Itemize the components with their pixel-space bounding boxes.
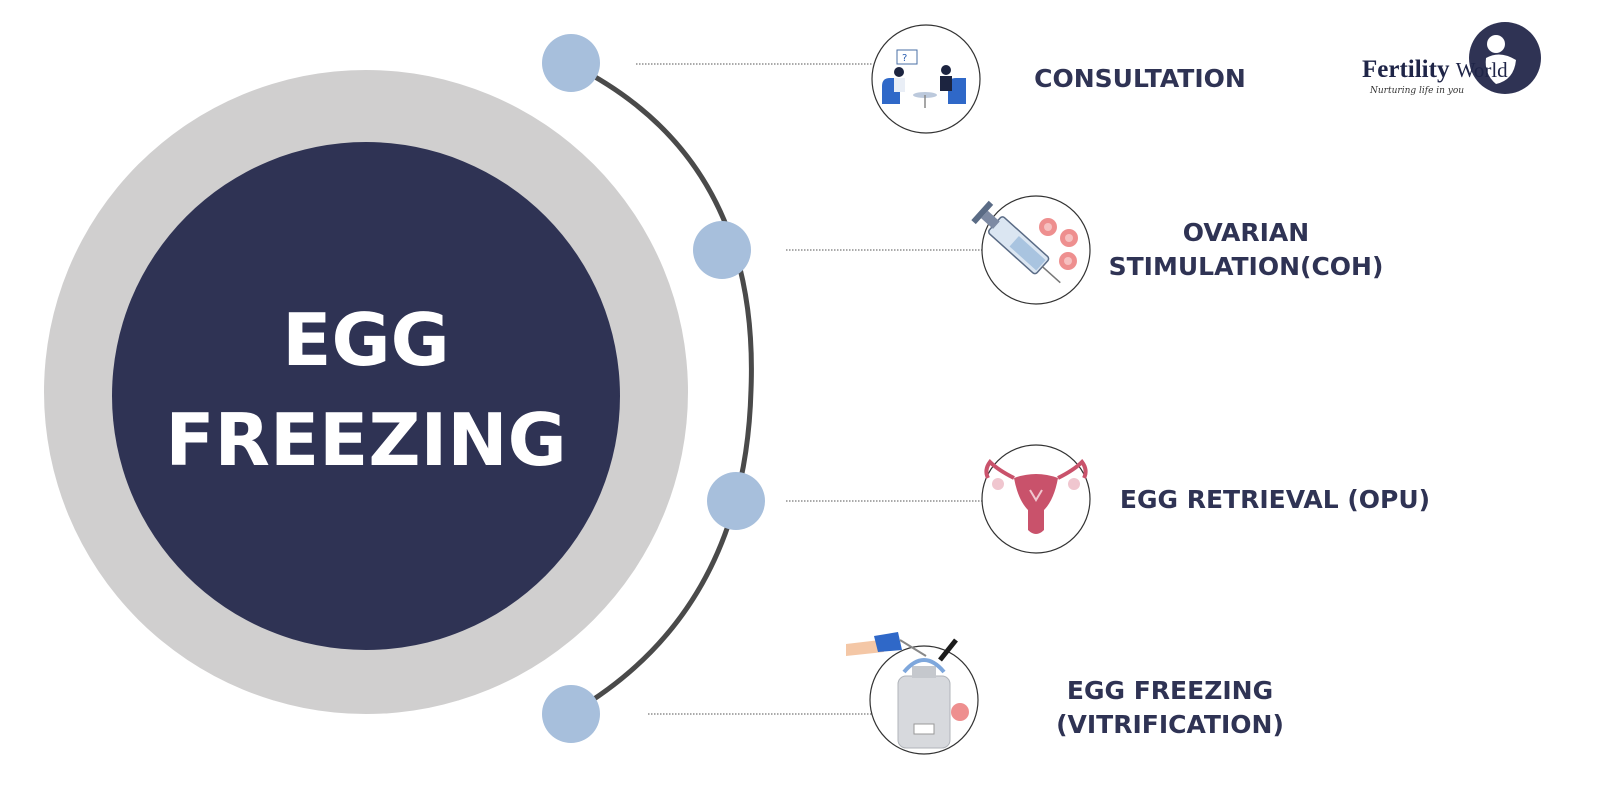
syringe-icon	[971, 195, 1091, 305]
logo-tagline: Nurturing life in you	[1370, 86, 1465, 96]
step-label-consultation: CONSULTATION	[1000, 62, 1280, 96]
step-node-3	[707, 472, 765, 530]
step-label-egg-retrieval-text: EGG RETRIEVAL (OPU)	[1119, 485, 1431, 514]
step-node-4	[542, 685, 600, 743]
fertility-world-logo-mark	[1469, 22, 1541, 94]
step-label-egg-freezing-line-2: (VITRIFICATION)	[1056, 710, 1284, 739]
step-label-egg-freezing: EGG FREEZING (VITRIFICATION)	[1040, 674, 1300, 742]
step-label-consultation-text: CONSULTATION	[1034, 64, 1246, 93]
step-label-ovarian-stimulation: OVARIAN STIMULATION(COH)	[1096, 216, 1396, 284]
logo-name: Fertility World	[1362, 56, 1508, 84]
uterus-icon	[981, 444, 1091, 554]
center-title-line-2: FREEZING	[165, 398, 567, 482]
consultation-icon: ?	[871, 24, 981, 134]
svg-text:?: ?	[902, 53, 907, 64]
cryo-tank-icon	[846, 632, 979, 755]
fertility-world-logo: Fertility World Nurturing life in you	[1362, 26, 1562, 106]
step-label-ovarian-line-1: OVARIAN	[1182, 218, 1310, 247]
center-title-line-1: EGG	[282, 298, 450, 382]
timeline-arc	[573, 63, 754, 714]
step-node-2	[693, 221, 751, 279]
step-label-ovarian-line-2: STIMULATION(COH)	[1108, 252, 1384, 281]
center-disc	[112, 142, 620, 650]
logo-name-part-2: World	[1455, 58, 1508, 82]
logo-name-part-1: Fertility	[1362, 56, 1450, 83]
step-node-1	[542, 34, 600, 92]
step-label-egg-freezing-line-1: EGG FREEZING	[1066, 676, 1274, 705]
step-label-egg-retrieval: EGG RETRIEVAL (OPU)	[1110, 483, 1440, 517]
